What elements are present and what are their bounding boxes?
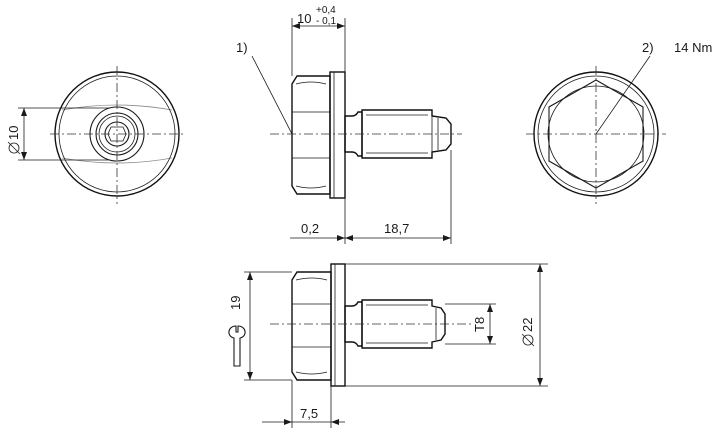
- dim-height-19-label: 19: [228, 296, 243, 310]
- dimension-bottom-side: 0,2 18,7: [290, 150, 452, 244]
- dimension-flange-7-5: 7,5: [262, 380, 345, 428]
- dim-7-5-label: 7,5: [300, 406, 318, 421]
- front-view: [50, 66, 186, 204]
- dim-tol-plus: +0,4: [316, 5, 336, 16]
- ref-1-label: 1): [236, 40, 248, 55]
- dimension-diameter-22: 22: [345, 263, 548, 387]
- dim-thread-length-label: 18,7: [384, 221, 409, 236]
- dimension-height-19: 19: [228, 271, 292, 381]
- dimension-thickness: 10 +0,4 - 0,1: [291, 5, 346, 76]
- end-view: 2) 14 Nm: [526, 40, 712, 204]
- dim-gap-label: 0,2: [301, 221, 319, 236]
- side-view: [270, 71, 462, 199]
- bottom-view: [270, 263, 472, 387]
- dim-t8-label: T8: [472, 317, 487, 332]
- ref-1-callout: 1): [236, 40, 293, 135]
- dimension-thread-t8: T8: [445, 303, 496, 345]
- wrench-icon: [228, 325, 246, 367]
- dim-tol-minus: - 0,1: [316, 16, 336, 27]
- dim-thickness-label: 10: [297, 11, 311, 26]
- ref-2-label: 2): [642, 40, 654, 55]
- dim-dia-22-label: 22: [520, 318, 535, 332]
- dimension-diameter-10: 10: [6, 107, 110, 161]
- dim-dia-10-label: 10: [6, 126, 21, 140]
- torque-label: 14 Nm: [674, 40, 712, 55]
